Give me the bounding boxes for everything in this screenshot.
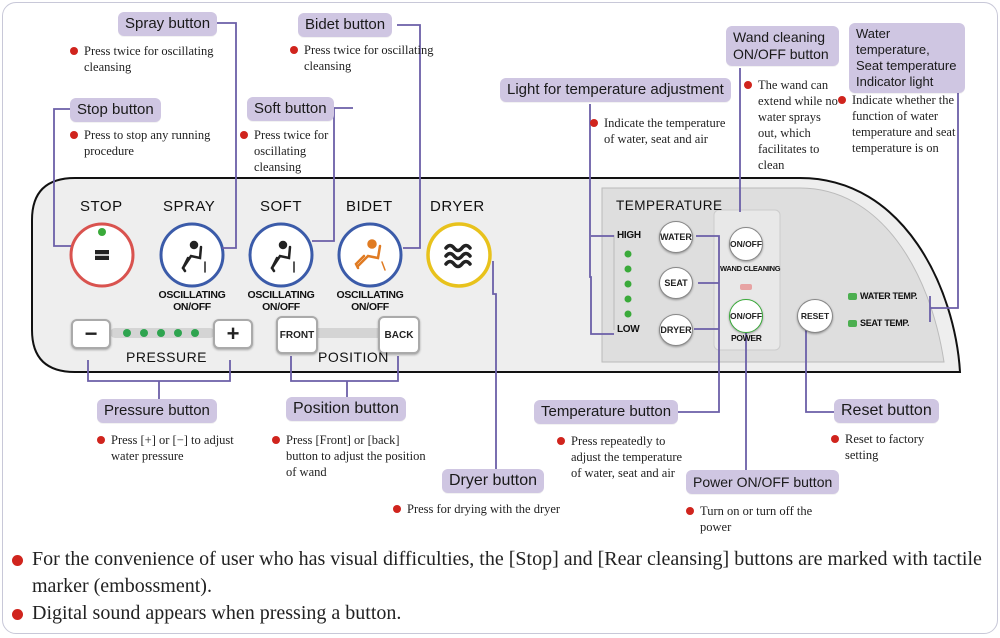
- reset-callout-title: Reset button: [834, 399, 939, 423]
- water-temperature-button[interactable]: WATER: [659, 221, 693, 253]
- position-track: [312, 328, 384, 338]
- soft-button[interactable]: [250, 224, 312, 286]
- spray-callout-note: Press twice for oscillating cleansing: [70, 43, 254, 75]
- indicator-callout-note: Indicate whether the function of water t…: [838, 92, 964, 156]
- indicator-callout-title: Water temperature, Seat temperature Indi…: [849, 23, 965, 93]
- bidet-callout-title: Bidet button: [298, 13, 393, 37]
- reset-button[interactable]: RESET: [797, 299, 833, 333]
- position-back-button[interactable]: BACK: [378, 316, 420, 354]
- footer-bullet-1: For the convenience of user who has visu…: [12, 546, 997, 600]
- dryer-waves-icon: [444, 243, 472, 269]
- water-temp-led: [848, 293, 857, 300]
- dryer-button[interactable]: [428, 224, 490, 286]
- dryer-label: DRYER: [430, 198, 485, 215]
- temperature-high-label: HIGH: [617, 230, 641, 241]
- bidet-callout-note: Press twice for oscillating cleansing: [290, 42, 439, 74]
- temperature-callout-note: Press repeatedly to adjust the temperatu…: [557, 433, 693, 481]
- power-callout-title: Power ON/OFF button: [686, 470, 840, 494]
- footer-bullet-2: Digital sound appears when pressing a bu…: [12, 600, 997, 627]
- dryer-callout-note: Press for drying with the dryer: [393, 501, 567, 517]
- wand-indicator-led: [740, 284, 752, 290]
- stop-label: STOP: [80, 198, 123, 215]
- reset-callout-note: Reset to factory setting: [831, 431, 955, 463]
- power-onoff-button[interactable]: ON/OFF: [729, 299, 763, 333]
- leader-lines: [53, 22, 959, 470]
- water-temp-indicator-label: WATER TEMP.: [860, 291, 918, 301]
- temperature-callout-title: Temperature button: [534, 400, 679, 424]
- wand-cleaning-label: WAND CLEANING: [720, 264, 781, 273]
- bidet-oscillating-label: OSCILLATING ON/OFF: [336, 289, 404, 313]
- spray-seat-icon: [181, 240, 206, 273]
- wand-cleaning-onoff-button[interactable]: ON/OFF: [729, 227, 763, 261]
- spray-button[interactable]: [161, 224, 223, 286]
- soft-label: SOFT: [260, 198, 302, 215]
- temperature-leds: [624, 250, 632, 318]
- temperature-low-label: LOW: [617, 324, 640, 335]
- pressure-label: PRESSURE: [126, 349, 208, 365]
- soft-oscillating-label: OSCILLATING ON/OFF: [247, 289, 315, 313]
- spray-callout-title: Spray button: [118, 12, 218, 36]
- pressure-callout-title: Pressure button: [97, 399, 217, 423]
- temperature-label: TEMPERATURE: [616, 198, 723, 213]
- dryer-callout-title: Dryer button: [442, 469, 545, 493]
- bidet-button[interactable]: [339, 224, 401, 286]
- spray-oscillating-label: OSCILLATING ON/OFF: [158, 289, 226, 313]
- stop-tactile-dot: [98, 228, 106, 236]
- position-label: POSITION: [318, 349, 389, 365]
- seat-temperature-button[interactable]: SEAT: [659, 267, 693, 299]
- light-callout-note: Indicate the temperature of water, seat …: [590, 115, 732, 147]
- soft-seat-icon: [270, 240, 295, 273]
- light-callout-title: Light for temperature adjustment: [500, 78, 731, 102]
- pressure-minus-button[interactable]: −: [71, 319, 111, 349]
- soft-callout-title: Soft button: [247, 97, 334, 121]
- pressure-callout-note: Press [+] or [−] to adjust water pressur…: [97, 432, 261, 464]
- wand-callout-note: The wand can extend while no water spray…: [744, 77, 838, 173]
- position-callout-note: Press [Front] or [back] button to adjust…: [272, 432, 426, 480]
- dryer-button-ring: [426, 222, 492, 288]
- spray-label: SPRAY: [163, 198, 216, 215]
- pressure-leds: [123, 329, 199, 337]
- footer-notes: For the convenience of user who has visu…: [12, 546, 997, 627]
- bidet-seat-icon: [354, 239, 386, 271]
- bidet-label: BIDET: [346, 198, 393, 215]
- power-label: POWER: [731, 333, 762, 343]
- stop-callout-title: Stop button: [70, 98, 161, 122]
- stop-callout-note: Press to stop any running procedure: [70, 127, 244, 159]
- seat-temp-indicator-label: SEAT TEMP.: [860, 318, 910, 328]
- seat-temp-led: [848, 320, 857, 327]
- position-front-button[interactable]: FRONT: [276, 316, 318, 354]
- power-callout-note: Turn on or turn off the power: [686, 503, 825, 535]
- stop-button[interactable]: [71, 224, 133, 286]
- dryer-temperature-button[interactable]: DRYER: [659, 314, 693, 346]
- wand-callout-title: Wand cleaning ON/OFF button: [726, 26, 839, 66]
- pressure-plus-button[interactable]: +: [213, 319, 253, 349]
- position-callout-title: Position button: [286, 397, 406, 421]
- soft-callout-note: Press twice for oscillating cleansing: [240, 127, 346, 175]
